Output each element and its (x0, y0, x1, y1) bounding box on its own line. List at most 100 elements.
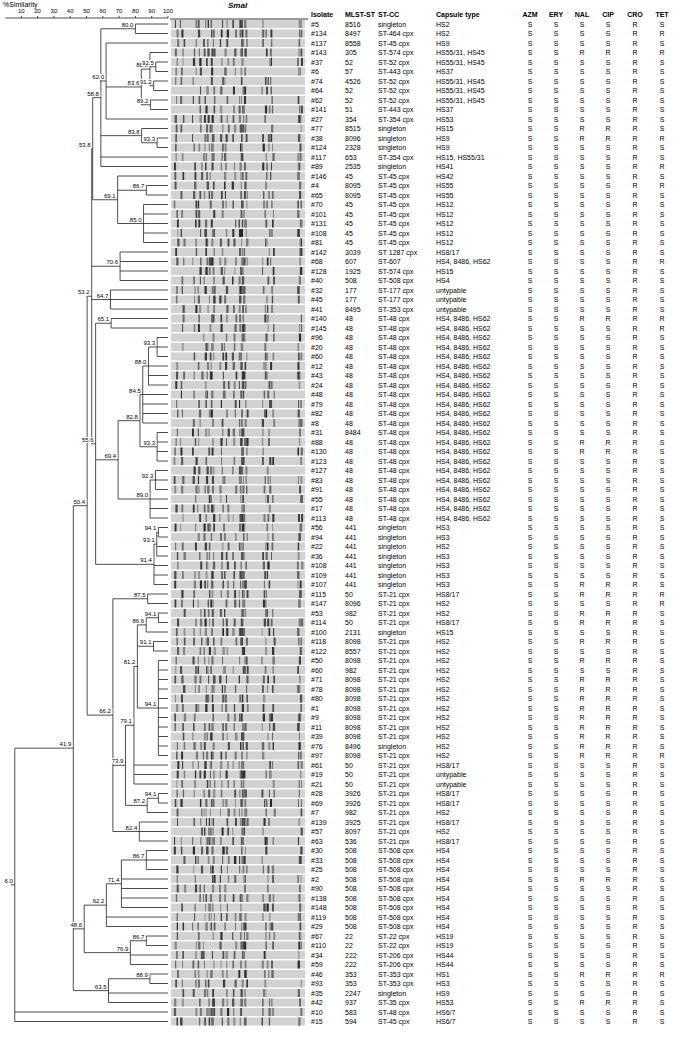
gel-band (207, 172, 208, 180)
gel-lane (171, 590, 305, 598)
gel-band (235, 30, 236, 38)
gel-lane (171, 980, 305, 988)
gel-band (203, 39, 205, 47)
table-cell: S (647, 67, 677, 76)
table-cell: R (620, 276, 650, 285)
gel-band (241, 761, 242, 769)
gel-band (298, 951, 299, 959)
gel-band (298, 296, 300, 304)
gel-band (195, 980, 197, 988)
gel-band (297, 666, 299, 674)
gel-band (227, 761, 229, 769)
gel-band (227, 58, 229, 66)
gel-band (239, 20, 241, 28)
table-cell: #134 (311, 29, 327, 38)
gel-band (274, 638, 276, 646)
gel-band (204, 581, 206, 589)
gel-band (301, 315, 302, 323)
gel-band (192, 115, 193, 123)
table-cell: HS2 (436, 20, 450, 29)
gel-band (192, 733, 193, 741)
gel-band (242, 58, 244, 66)
gel-band (239, 400, 240, 408)
gel-band (242, 609, 244, 617)
gel-lane (171, 752, 305, 760)
gel-band (180, 125, 182, 133)
gel-band (266, 799, 268, 807)
table-cell: S (647, 39, 677, 48)
gel-band (268, 77, 269, 85)
gel-band (212, 239, 213, 247)
gel-band (269, 790, 270, 798)
gel-band (243, 942, 244, 950)
gel-band (263, 600, 265, 608)
gel-band (221, 552, 223, 560)
gel-band (194, 49, 195, 57)
gel-band (220, 1008, 222, 1016)
gel-band (212, 286, 214, 294)
gel-band (234, 600, 236, 608)
gel-band (201, 828, 203, 836)
gel-band (192, 923, 193, 931)
gel-band (195, 904, 196, 912)
gel-lane (171, 809, 305, 817)
table-cell: 177 (345, 286, 357, 295)
gel-band (269, 106, 271, 114)
gel-band (227, 20, 228, 28)
gel-band (244, 1018, 246, 1026)
gel-band (212, 153, 214, 161)
gel-band (243, 286, 245, 294)
gel-band (273, 210, 274, 218)
table-cell: R (620, 238, 650, 247)
gel-band (212, 951, 213, 959)
gel-band (242, 524, 244, 532)
gel-band (244, 942, 246, 950)
gel-band (200, 419, 201, 427)
gel-band (269, 923, 270, 931)
gel-band (271, 229, 273, 237)
gel-band (263, 191, 264, 199)
gel-band (210, 771, 211, 779)
gel-band (235, 410, 236, 418)
gel-band (272, 220, 274, 228)
gel-band (198, 400, 200, 408)
gel-band (267, 543, 269, 551)
gel-band (262, 134, 264, 142)
gel-band (226, 438, 227, 446)
gel-band (204, 1018, 205, 1026)
gel-band (241, 799, 243, 807)
gel-band (213, 638, 214, 646)
gel-band (239, 856, 240, 864)
gel-band (207, 372, 208, 380)
gel-band (299, 258, 300, 266)
gel-band (227, 818, 229, 826)
gel-band (233, 761, 234, 769)
table-cell: HS42 (436, 172, 454, 181)
gel-band (226, 315, 227, 323)
gel-band (299, 182, 301, 190)
gel-band (194, 277, 195, 285)
gel-band (174, 837, 175, 845)
gel-band (195, 771, 196, 779)
gel-band (242, 980, 244, 988)
table-cell: R (620, 86, 650, 95)
gel-lane (171, 296, 305, 304)
gel-band (196, 210, 198, 218)
gel-band (300, 30, 302, 38)
gel-band (211, 533, 213, 541)
gel-band (242, 410, 243, 418)
gel-band (181, 799, 183, 807)
gel-band (182, 723, 183, 731)
gel-band (227, 1018, 229, 1026)
gel-band (268, 742, 270, 750)
gel-band (212, 163, 214, 171)
gel-band (176, 362, 178, 370)
gel-band (269, 400, 271, 408)
gel-lane (171, 989, 305, 997)
gel-band (183, 733, 185, 741)
gel-band (197, 666, 199, 674)
table-cell: S (647, 153, 677, 162)
gel-band (245, 305, 247, 313)
gel-band (180, 438, 181, 446)
table-cell: ST-45 cpx (378, 181, 410, 190)
